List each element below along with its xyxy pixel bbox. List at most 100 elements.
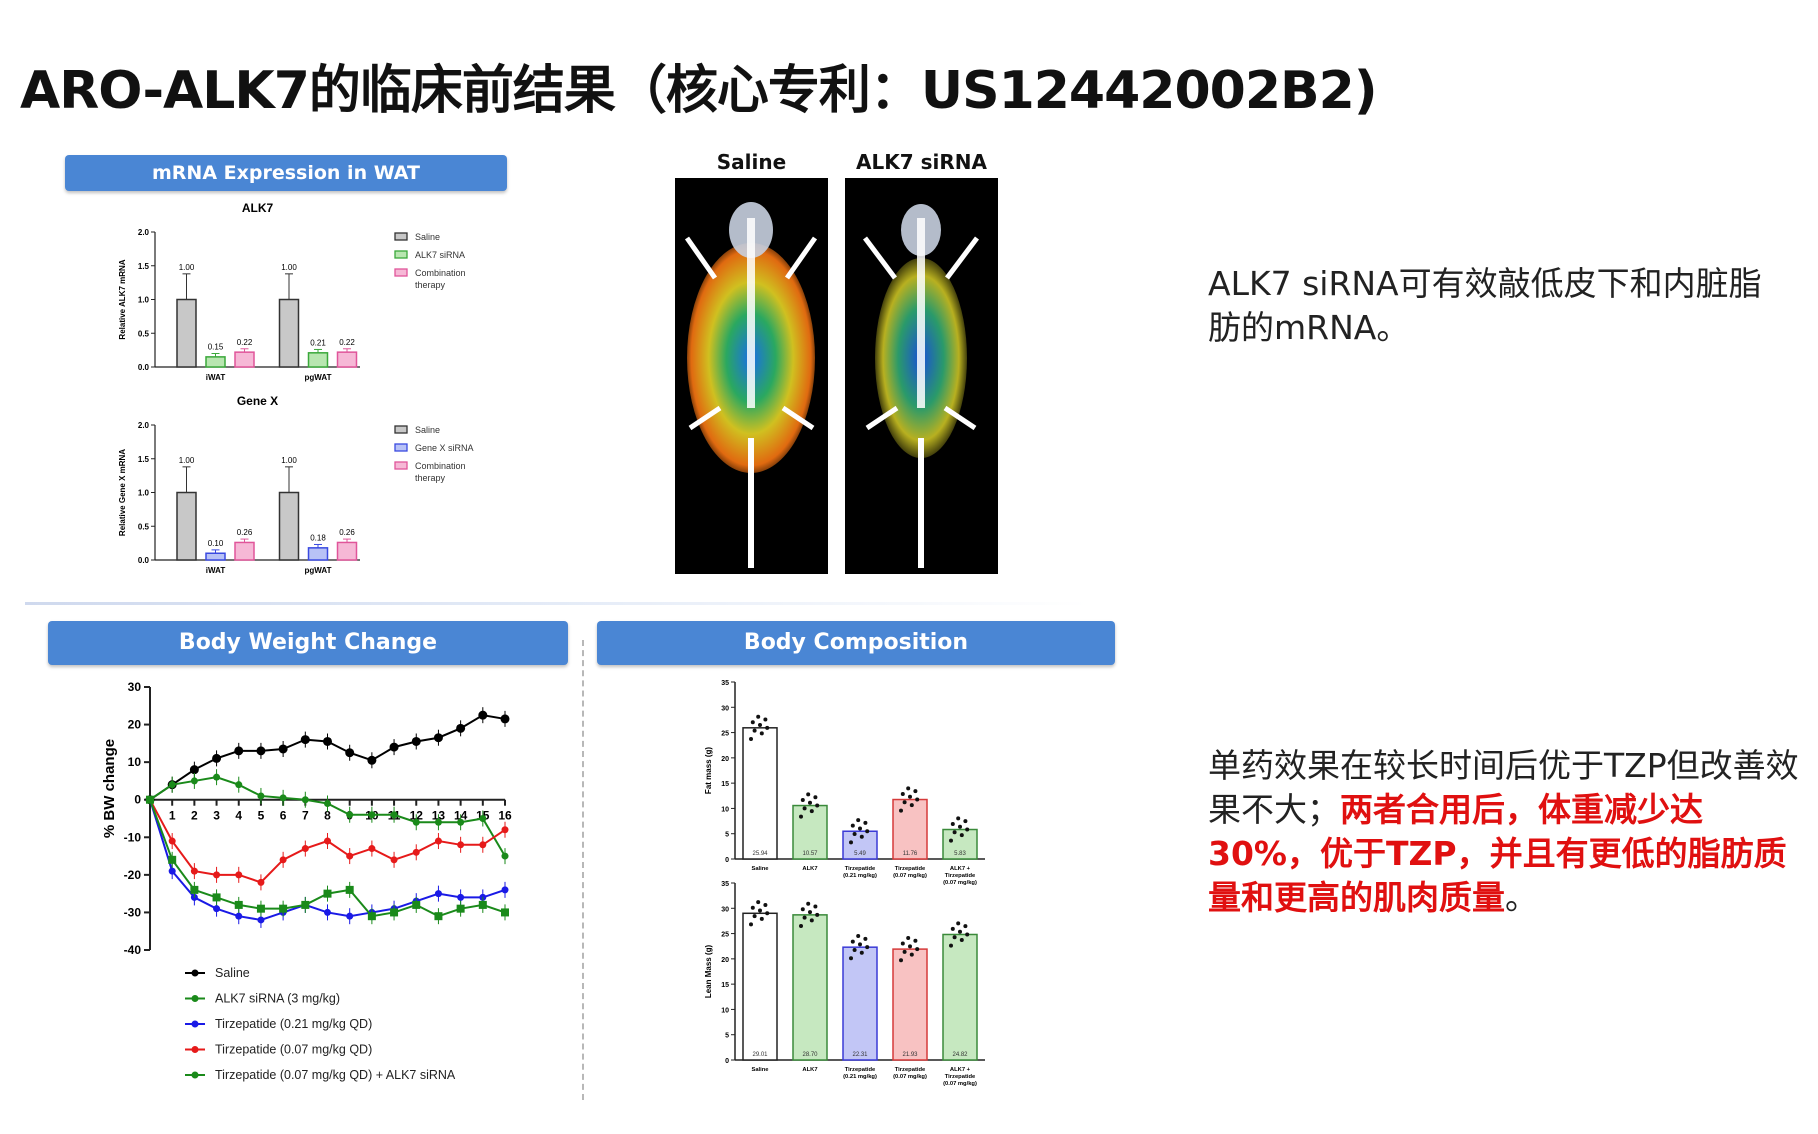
chart1-legend-swatch: [394, 461, 408, 470]
chart0-bar: [307, 352, 329, 368]
bw-xtick-label: 5: [258, 809, 265, 823]
comp4-ytick-label: 0: [725, 1058, 729, 1065]
summary-part3: 。: [1505, 878, 1538, 917]
comp4-bar: [942, 933, 978, 1061]
comp4-dot: [813, 904, 818, 909]
comp3-dot: [799, 814, 803, 819]
chart1-legend-swatch: [394, 443, 408, 452]
bw-ytick-label: 20: [128, 718, 142, 732]
comp3-xtick-label: Tirzepatide: [895, 866, 926, 872]
comp3-dot: [863, 820, 868, 825]
bw-legend-label: Tirzepatide (0.21 mg/kg QD): [215, 1017, 372, 1031]
chart0-data-label: 1.00: [179, 263, 195, 272]
bw-legend-marker: [191, 1020, 199, 1028]
comp3-dot: [802, 806, 807, 811]
comp4-bar: [742, 912, 778, 1061]
comp3-ylabel: Fat mass (g): [704, 747, 713, 794]
chart0-bar: [176, 298, 197, 368]
chart1-ytick-label: 1.0: [138, 489, 150, 498]
comp3-dot: [759, 731, 764, 736]
chart1-ytick-label: 1.5: [138, 455, 150, 464]
chart0-legend-swatch: [394, 232, 408, 241]
comp4-ytick-label: 35: [721, 881, 729, 888]
mrna-banner: mRNA Expression in WAT: [65, 155, 507, 191]
comp3-dot: [959, 833, 964, 838]
bw-ytick-label: -30: [124, 905, 142, 919]
comp4-data-label: 28.70: [802, 1052, 818, 1058]
bw-point: [146, 795, 154, 804]
comp3-xtick-label: (0.21 mg/kg): [843, 873, 877, 879]
comp3-bar: [792, 804, 828, 860]
chart1-xtick-label: pgWAT: [305, 566, 332, 575]
comp4-xtick-label: Saline: [751, 1067, 769, 1073]
comp3-dot: [902, 800, 907, 805]
comp3-dot: [909, 803, 914, 808]
comp4-xtick-label: (0.21 mg/kg): [843, 1074, 877, 1080]
comp4-dot: [765, 911, 770, 916]
comp4-xtick-label: Tirzepatide: [845, 1067, 876, 1073]
chart1-ylabel: Relative Gene X mRNA: [118, 449, 127, 536]
chart0-xtick-label: iWAT: [206, 373, 226, 382]
comp4-ytick-label: 20: [721, 957, 729, 964]
comp4-dot: [913, 938, 918, 943]
comp4-dot: [849, 956, 853, 961]
chart0-legend-swatch: [394, 250, 408, 259]
chart0-xtick-label: pgWAT: [305, 373, 332, 382]
comp4-xtick-label: ALK7 +: [950, 1067, 971, 1073]
chart1-ytick-label: 2.0: [138, 421, 150, 430]
comp3-xtick-label: Tirzepatide: [945, 873, 976, 879]
comp4-bar: [892, 948, 928, 1061]
comp3-dot: [956, 816, 961, 821]
alk7-knockdown-text: ALK7 siRNA可有效敲低皮下和内脏脂肪的mRNA。: [1208, 264, 1762, 347]
comp4-xtick-label: (0.07 mg/kg): [943, 1081, 977, 1087]
summary-highlight: 两者合用后，体重减少达30%，优于TZP，并且有更低的脂肪质量和更高的肌肉质量: [1208, 790, 1787, 917]
bw-xtick-label: 2: [191, 809, 198, 823]
comp4-ytick-label: 15: [721, 982, 729, 989]
bw-legend-label: Saline: [215, 966, 250, 980]
comp3-data-label: 5.83: [954, 851, 966, 857]
bw-xtick-label: 4: [235, 809, 242, 823]
comp3-ytick-label: 35: [721, 680, 729, 687]
chart1-bar: [307, 547, 329, 561]
comp3-dot: [958, 824, 962, 829]
comp3-dot: [865, 829, 870, 834]
comp4-dot: [908, 944, 912, 949]
comp4-dot: [815, 912, 820, 917]
chart1-data-label: 1.00: [281, 456, 297, 465]
comp4-dot: [749, 922, 753, 927]
comp4-dot: [850, 939, 855, 944]
comp3-data-label: 5.49: [854, 851, 866, 857]
comp4-bar: [792, 914, 828, 1061]
comp3-bar: [892, 798, 928, 860]
chart0-data-label: 0.15: [208, 343, 224, 352]
comp3-dot: [813, 795, 818, 800]
comp3-xtick-label: (0.07 mg/kg): [893, 873, 927, 879]
comp4-data-label: 24.82: [952, 1052, 968, 1058]
comp3-dot: [756, 714, 761, 719]
comp4-dot: [900, 941, 905, 946]
chart0-ytick-label: 2.0: [138, 228, 150, 237]
chart1-legend-label: Saline: [415, 425, 440, 435]
comp4-dot: [809, 918, 814, 923]
comp4-ylabel: Lean Mass (g): [704, 944, 713, 998]
chart1-bar: [336, 541, 358, 561]
comp4-dot: [906, 935, 911, 940]
page-title: ARO-ALK7的临床前结果（核心专利：US12442002B2): [20, 61, 1378, 121]
comp4-dot: [865, 945, 870, 950]
comp3-dot: [858, 826, 862, 831]
comp4-dot: [752, 914, 757, 919]
comp-banner: Body Composition: [597, 621, 1115, 665]
chart0-bar: [234, 351, 255, 368]
comp4-dot: [963, 924, 968, 929]
comp3-dot: [906, 786, 911, 791]
comp4-dot: [899, 958, 903, 963]
comp3-dot: [800, 797, 805, 802]
chart0-legend-label: Saline: [415, 232, 440, 242]
chart1-bar: [205, 552, 226, 561]
comp3-dot: [765, 725, 770, 730]
comp4-dot: [902, 949, 907, 954]
comp4-dot: [808, 910, 812, 915]
chart0-legend-swatch: [394, 268, 408, 277]
bw-ytick-label: -10: [124, 830, 142, 844]
comp3-dot: [908, 794, 912, 799]
